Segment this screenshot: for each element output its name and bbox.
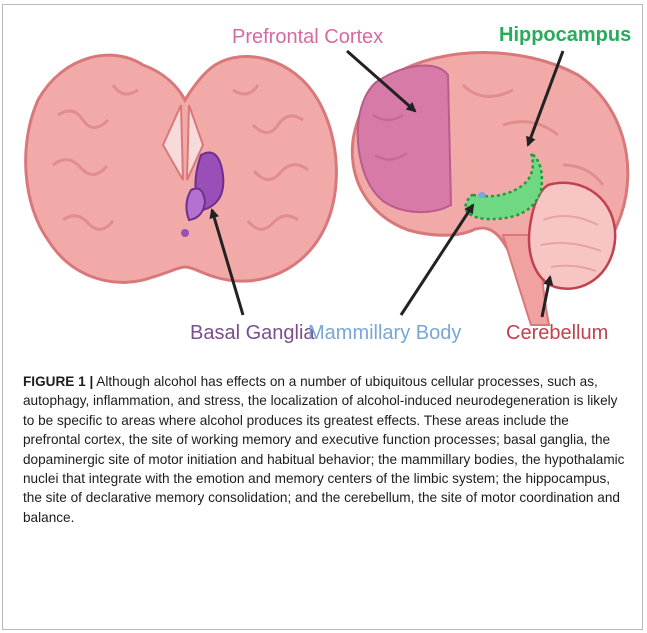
coronal-brain-section: [26, 55, 337, 282]
caption-text: Although alcohol has effects on a number…: [23, 374, 624, 525]
figure-frame: Prefrontal Cortex Hippocampus Basal Gang…: [2, 4, 643, 630]
caption-lead: FIGURE 1 |: [23, 374, 93, 389]
label-cerebellum: Cerebellum: [506, 323, 608, 343]
brain-figure: Prefrontal Cortex Hippocampus Basal Gang…: [3, 5, 644, 357]
cerebellum-region: [529, 183, 615, 289]
figure-caption: FIGURE 1 | Although alcohol has effects …: [23, 372, 629, 527]
label-prefrontal-cortex: Prefrontal Cortex: [232, 27, 383, 47]
label-mammillary-body: Mammillary Body: [308, 323, 461, 343]
mammillary-body-marker: [478, 192, 486, 198]
label-basal-ganglia: Basal Ganglia: [190, 323, 315, 343]
prefrontal-cortex-region: [358, 66, 451, 213]
brain-illustration: [3, 5, 644, 357]
label-hippocampus: Hippocampus: [499, 25, 631, 45]
